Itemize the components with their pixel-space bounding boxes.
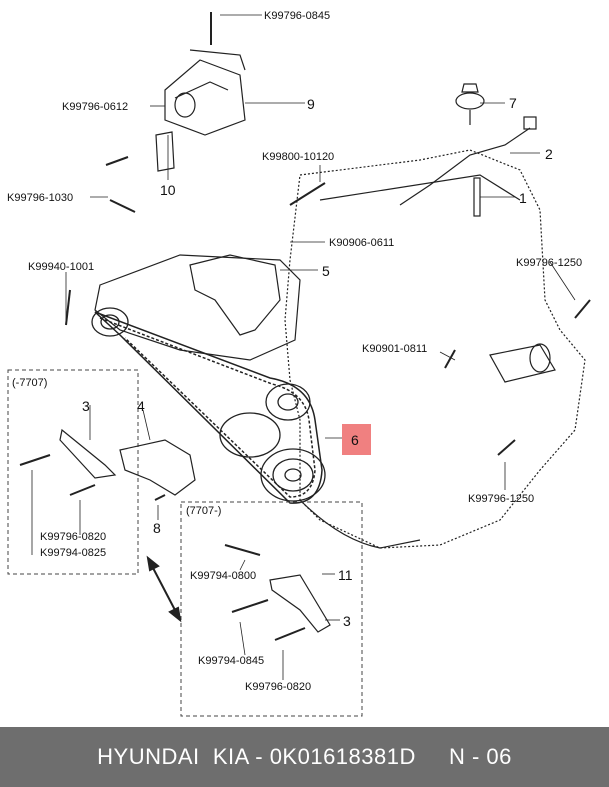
parts-diagram: (-7707) (7707-) <box>7 10 591 717</box>
label-k90901-0811: K90901-0811 <box>362 343 427 355</box>
footer-brand: HYUNDAI KIA <box>97 744 249 769</box>
label-k99796-1250-bottom: K99796-1250 <box>468 493 534 505</box>
footer-part-number: 0K01618381D <box>269 744 416 769</box>
left-box-label: (-7707) <box>12 377 47 389</box>
label-k99794-0825: K99794-0825 <box>40 547 106 559</box>
label-k99940-1001: K99940-1001 <box>28 261 94 273</box>
part-2-wire <box>399 116 537 206</box>
label-k99794-0845-bottom: K99794-0845 <box>198 655 264 667</box>
label-k99796-0820-right: K99796-0820 <box>245 681 311 693</box>
footer-sheet: N - 06 <box>448 744 512 769</box>
label-k99800-10120: K99800-10120 <box>262 151 334 163</box>
callout-9: 9 <box>307 96 315 112</box>
label-k99796-0845-top: K99796-0845 <box>264 10 330 22</box>
callout-numbers: 1 2 3 3 4 5 6 7 8 9 10 11 <box>82 95 553 629</box>
callout-3-right: 3 <box>343 613 351 629</box>
callout-1: 1 <box>519 190 527 206</box>
callout-10: 10 <box>160 182 176 198</box>
double-arrow <box>146 555 182 623</box>
footer-bar: HYUNDAI KIA - 0K01618381D N - 06 <box>0 727 609 787</box>
callout-3-left: 3 <box>82 398 90 414</box>
callout-2: 2 <box>545 146 553 162</box>
part-1-plug <box>473 177 481 217</box>
label-k99796-1030: K99796-1030 <box>7 192 73 204</box>
label-k99796-1250-right: K99796-1250 <box>516 257 582 269</box>
part-6-highlight <box>342 424 371 455</box>
left-variant-box: (-7707) <box>7 369 196 575</box>
callout-8: 8 <box>153 520 161 536</box>
callout-4: 4 <box>137 398 145 414</box>
part-7-cap <box>455 83 485 125</box>
leader-lines <box>31 14 576 680</box>
callout-7: 7 <box>509 95 517 111</box>
part-code-labels: K99796-0845 K99796-0612 K99800-10120 K99… <box>7 10 582 693</box>
callout-5: 5 <box>322 263 330 279</box>
footer-separator: - <box>248 744 270 769</box>
footer-gap <box>416 744 449 769</box>
label-k90906-0611: K90906-0611 <box>329 237 394 249</box>
label-k99796-0820-left: K99796-0820 <box>40 531 106 543</box>
pulleys <box>91 307 326 502</box>
callout-11: 11 <box>338 567 353 583</box>
label-k99796-0612: K99796-0612 <box>62 101 128 113</box>
callout-6: 6 <box>351 432 359 448</box>
label-k99794-0800: K99794-0800 <box>190 570 256 582</box>
part-5-bracket <box>189 254 281 336</box>
right-box-label: (7707-) <box>186 505 221 517</box>
drive-belt <box>94 311 323 504</box>
footer-caption: HYUNDAI KIA - 0K01618381D N - 06 <box>97 744 512 770</box>
bolts <box>65 12 591 501</box>
engine-block <box>94 149 586 549</box>
right-variant-box: (7707-) <box>180 501 363 717</box>
part-10-bracket <box>155 131 175 172</box>
starter-motor <box>489 343 556 383</box>
part-9-module <box>164 49 246 136</box>
